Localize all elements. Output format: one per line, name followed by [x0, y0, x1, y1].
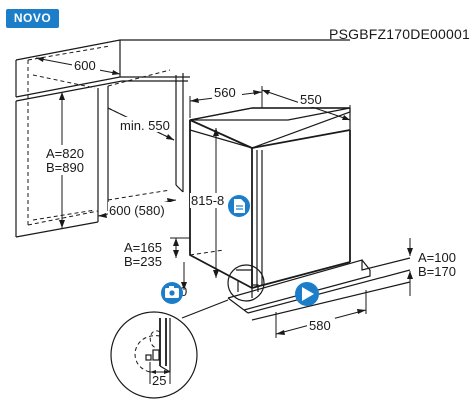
- dim-plinth-right: A=100 B=170: [407, 238, 456, 296]
- dim-plinth-left: A=165 B=235 0: [124, 237, 190, 299]
- dim-bottom-width: 600 (580): [97, 198, 177, 218]
- play-icon: [302, 287, 314, 301]
- label-bottom-width: 600 (580): [109, 203, 165, 218]
- novo-badge: NOVO: [6, 9, 59, 28]
- label-fridge-height: 815-8: [191, 193, 224, 208]
- label-cabinet-width: 600: [74, 58, 96, 73]
- label-depth-560: 560: [214, 85, 236, 100]
- play-button[interactable]: [295, 282, 319, 306]
- label-right-b: B=170: [418, 264, 456, 279]
- hinge-callout: [181, 264, 265, 319]
- label-depth-550: 550: [300, 92, 322, 107]
- label-height-a: A=820: [46, 146, 84, 161]
- dim-580: 580: [275, 290, 367, 338]
- dim-height-left: A=820 B=890: [44, 92, 88, 228]
- dim-min-550: min. 550: [107, 107, 175, 141]
- label-plinth-depth: 580: [309, 318, 331, 333]
- label-plinth-a: A=165: [124, 240, 162, 255]
- dim-fridge-height: 815-8: [190, 128, 232, 278]
- document-button[interactable]: [228, 195, 250, 217]
- camera-icon: [165, 286, 179, 298]
- label-plinth-small: 0: [180, 284, 187, 299]
- camera-button[interactable]: [161, 282, 183, 304]
- label-right-a: A=100: [418, 250, 456, 265]
- dim-600-top: 600: [35, 57, 121, 75]
- detail-magnifier: 25: [110, 311, 198, 399]
- label-plinth-b: B=235: [124, 254, 162, 269]
- label-height-b: B=890: [46, 160, 84, 175]
- label-detail-25: 25: [152, 373, 166, 388]
- fridge-body: [189, 107, 351, 292]
- dim-550: 550: [261, 89, 351, 130]
- model-code: PSGBFZ170DE00001: [329, 26, 470, 42]
- document-icon: [234, 199, 245, 213]
- label-min-550: min. 550: [120, 118, 170, 133]
- plinth-board: [227, 257, 411, 321]
- dim-560: 560: [189, 84, 263, 118]
